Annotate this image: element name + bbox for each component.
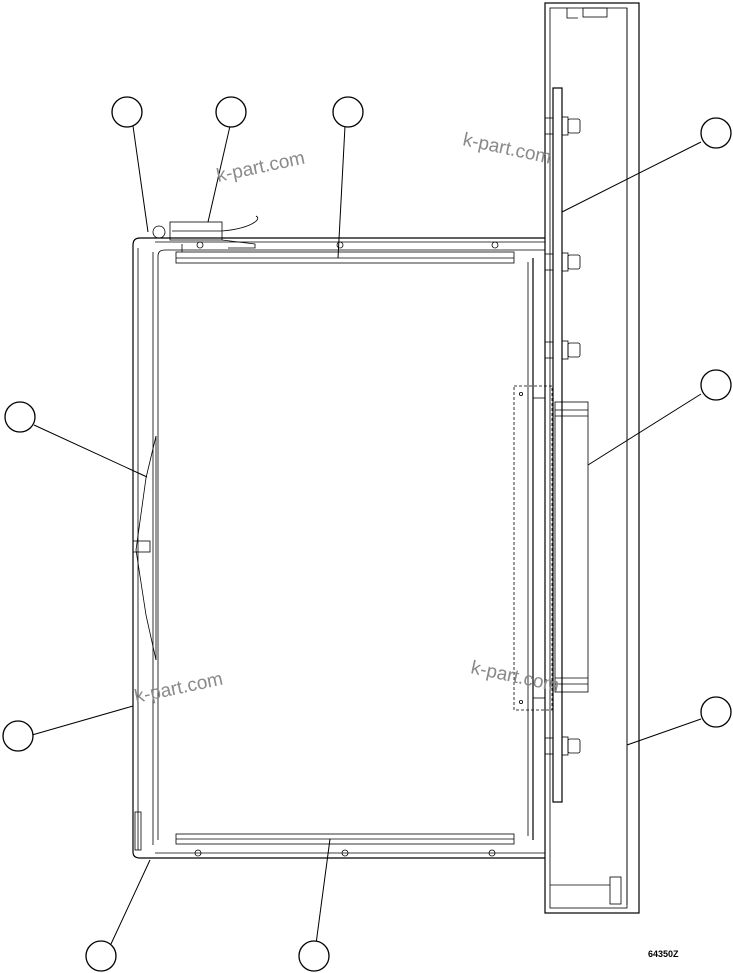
side-panel xyxy=(544,2,640,914)
callout-balloon xyxy=(700,696,732,728)
callout-balloon xyxy=(700,117,732,149)
leader-lines xyxy=(31,125,702,945)
callout-balloon xyxy=(700,369,732,401)
callout-balloon xyxy=(215,96,247,128)
callout-balloon xyxy=(2,720,34,752)
callout-balloon xyxy=(4,401,36,433)
bottom-rail xyxy=(175,833,515,857)
top-rail xyxy=(175,241,515,264)
latch-assembly xyxy=(152,215,259,252)
side-guide xyxy=(132,435,157,661)
watermark: k-part.com xyxy=(133,669,225,708)
callout-balloon xyxy=(298,940,330,972)
bolt xyxy=(544,340,581,360)
bolt xyxy=(544,736,581,756)
bracket xyxy=(532,397,589,699)
callout-balloon xyxy=(111,96,143,128)
tray-frame xyxy=(132,237,545,859)
watermark: k-part.com xyxy=(215,148,307,187)
callout-balloon xyxy=(332,96,364,128)
watermark: k-part.com xyxy=(461,129,553,168)
bolt xyxy=(544,252,581,272)
watermark: k-part.com xyxy=(469,657,561,696)
drawing-code: 64350Z xyxy=(648,949,679,959)
mounting-flange xyxy=(544,87,581,803)
bolt xyxy=(544,116,581,136)
callout-balloon xyxy=(85,940,117,972)
